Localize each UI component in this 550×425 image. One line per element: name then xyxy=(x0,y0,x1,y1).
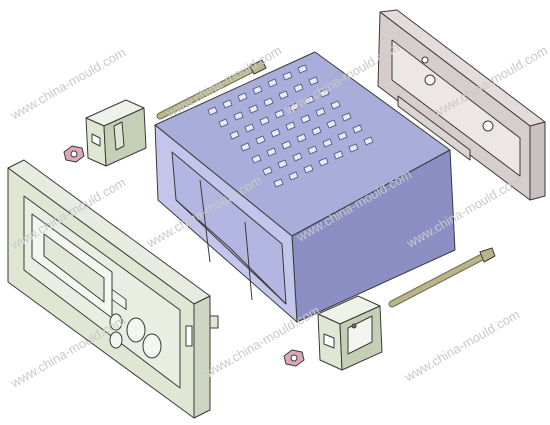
hex-nut-left xyxy=(63,145,85,163)
vent-slot xyxy=(333,150,344,160)
vent-slot xyxy=(222,99,233,109)
vent-slot xyxy=(267,78,278,88)
vent-slot xyxy=(207,106,218,116)
vent-slot xyxy=(315,107,326,117)
vent-slot xyxy=(352,124,363,134)
vent-slot xyxy=(273,178,284,188)
vent-slot xyxy=(307,145,318,155)
vent-slot xyxy=(322,138,333,148)
front-bezel xyxy=(7,159,219,419)
vent-slot xyxy=(270,128,281,138)
vent-slot xyxy=(281,140,292,150)
hex-nut-right xyxy=(283,349,305,367)
watermark: www.china-mould.com xyxy=(401,307,522,386)
vent-slot xyxy=(278,90,289,100)
vent-slot xyxy=(262,166,273,176)
vent-slot xyxy=(282,71,293,81)
vent-slot xyxy=(237,92,248,102)
vent-slot xyxy=(330,100,341,110)
vent-slot xyxy=(319,88,330,98)
vent-slot xyxy=(300,114,311,124)
vent-slot xyxy=(303,164,314,174)
vent-slot xyxy=(255,135,266,145)
vent-slot xyxy=(308,76,319,86)
vent-slot xyxy=(341,112,352,122)
vent-slot xyxy=(266,147,277,157)
vent-slot xyxy=(292,152,303,162)
vent-slot xyxy=(304,95,315,105)
vent-slot xyxy=(289,102,300,112)
vent-slot xyxy=(293,83,304,93)
vent-slot xyxy=(263,97,274,107)
clip-block-left xyxy=(85,99,147,167)
vent-slot xyxy=(288,171,299,181)
housing-box xyxy=(154,51,456,323)
long-screw-bottom xyxy=(388,247,496,308)
vent-slot-grid xyxy=(207,64,374,188)
vent-slot xyxy=(233,111,244,121)
vent-slot xyxy=(240,142,251,152)
vent-slot xyxy=(248,104,259,114)
rear-cover xyxy=(377,9,546,201)
watermark: www.china-mould.com xyxy=(201,303,322,382)
vent-slot xyxy=(218,118,229,128)
vent-slot xyxy=(348,143,359,153)
long-screw-top xyxy=(156,59,267,120)
vent-slot xyxy=(297,64,308,74)
vent-slot xyxy=(296,133,307,143)
clip-block-right xyxy=(317,295,383,371)
vent-slot xyxy=(244,123,255,133)
vent-slot xyxy=(311,126,322,136)
vent-slot xyxy=(259,116,270,126)
vent-slot xyxy=(277,159,288,169)
vent-slot xyxy=(274,109,285,119)
vent-slot xyxy=(251,154,262,164)
vent-slot xyxy=(318,157,329,167)
vent-slot xyxy=(229,130,240,140)
vent-slot xyxy=(285,121,296,131)
vent-slot xyxy=(337,131,348,141)
vent-slot xyxy=(363,136,374,146)
vent-slot xyxy=(252,85,263,95)
vent-slot xyxy=(326,119,337,129)
